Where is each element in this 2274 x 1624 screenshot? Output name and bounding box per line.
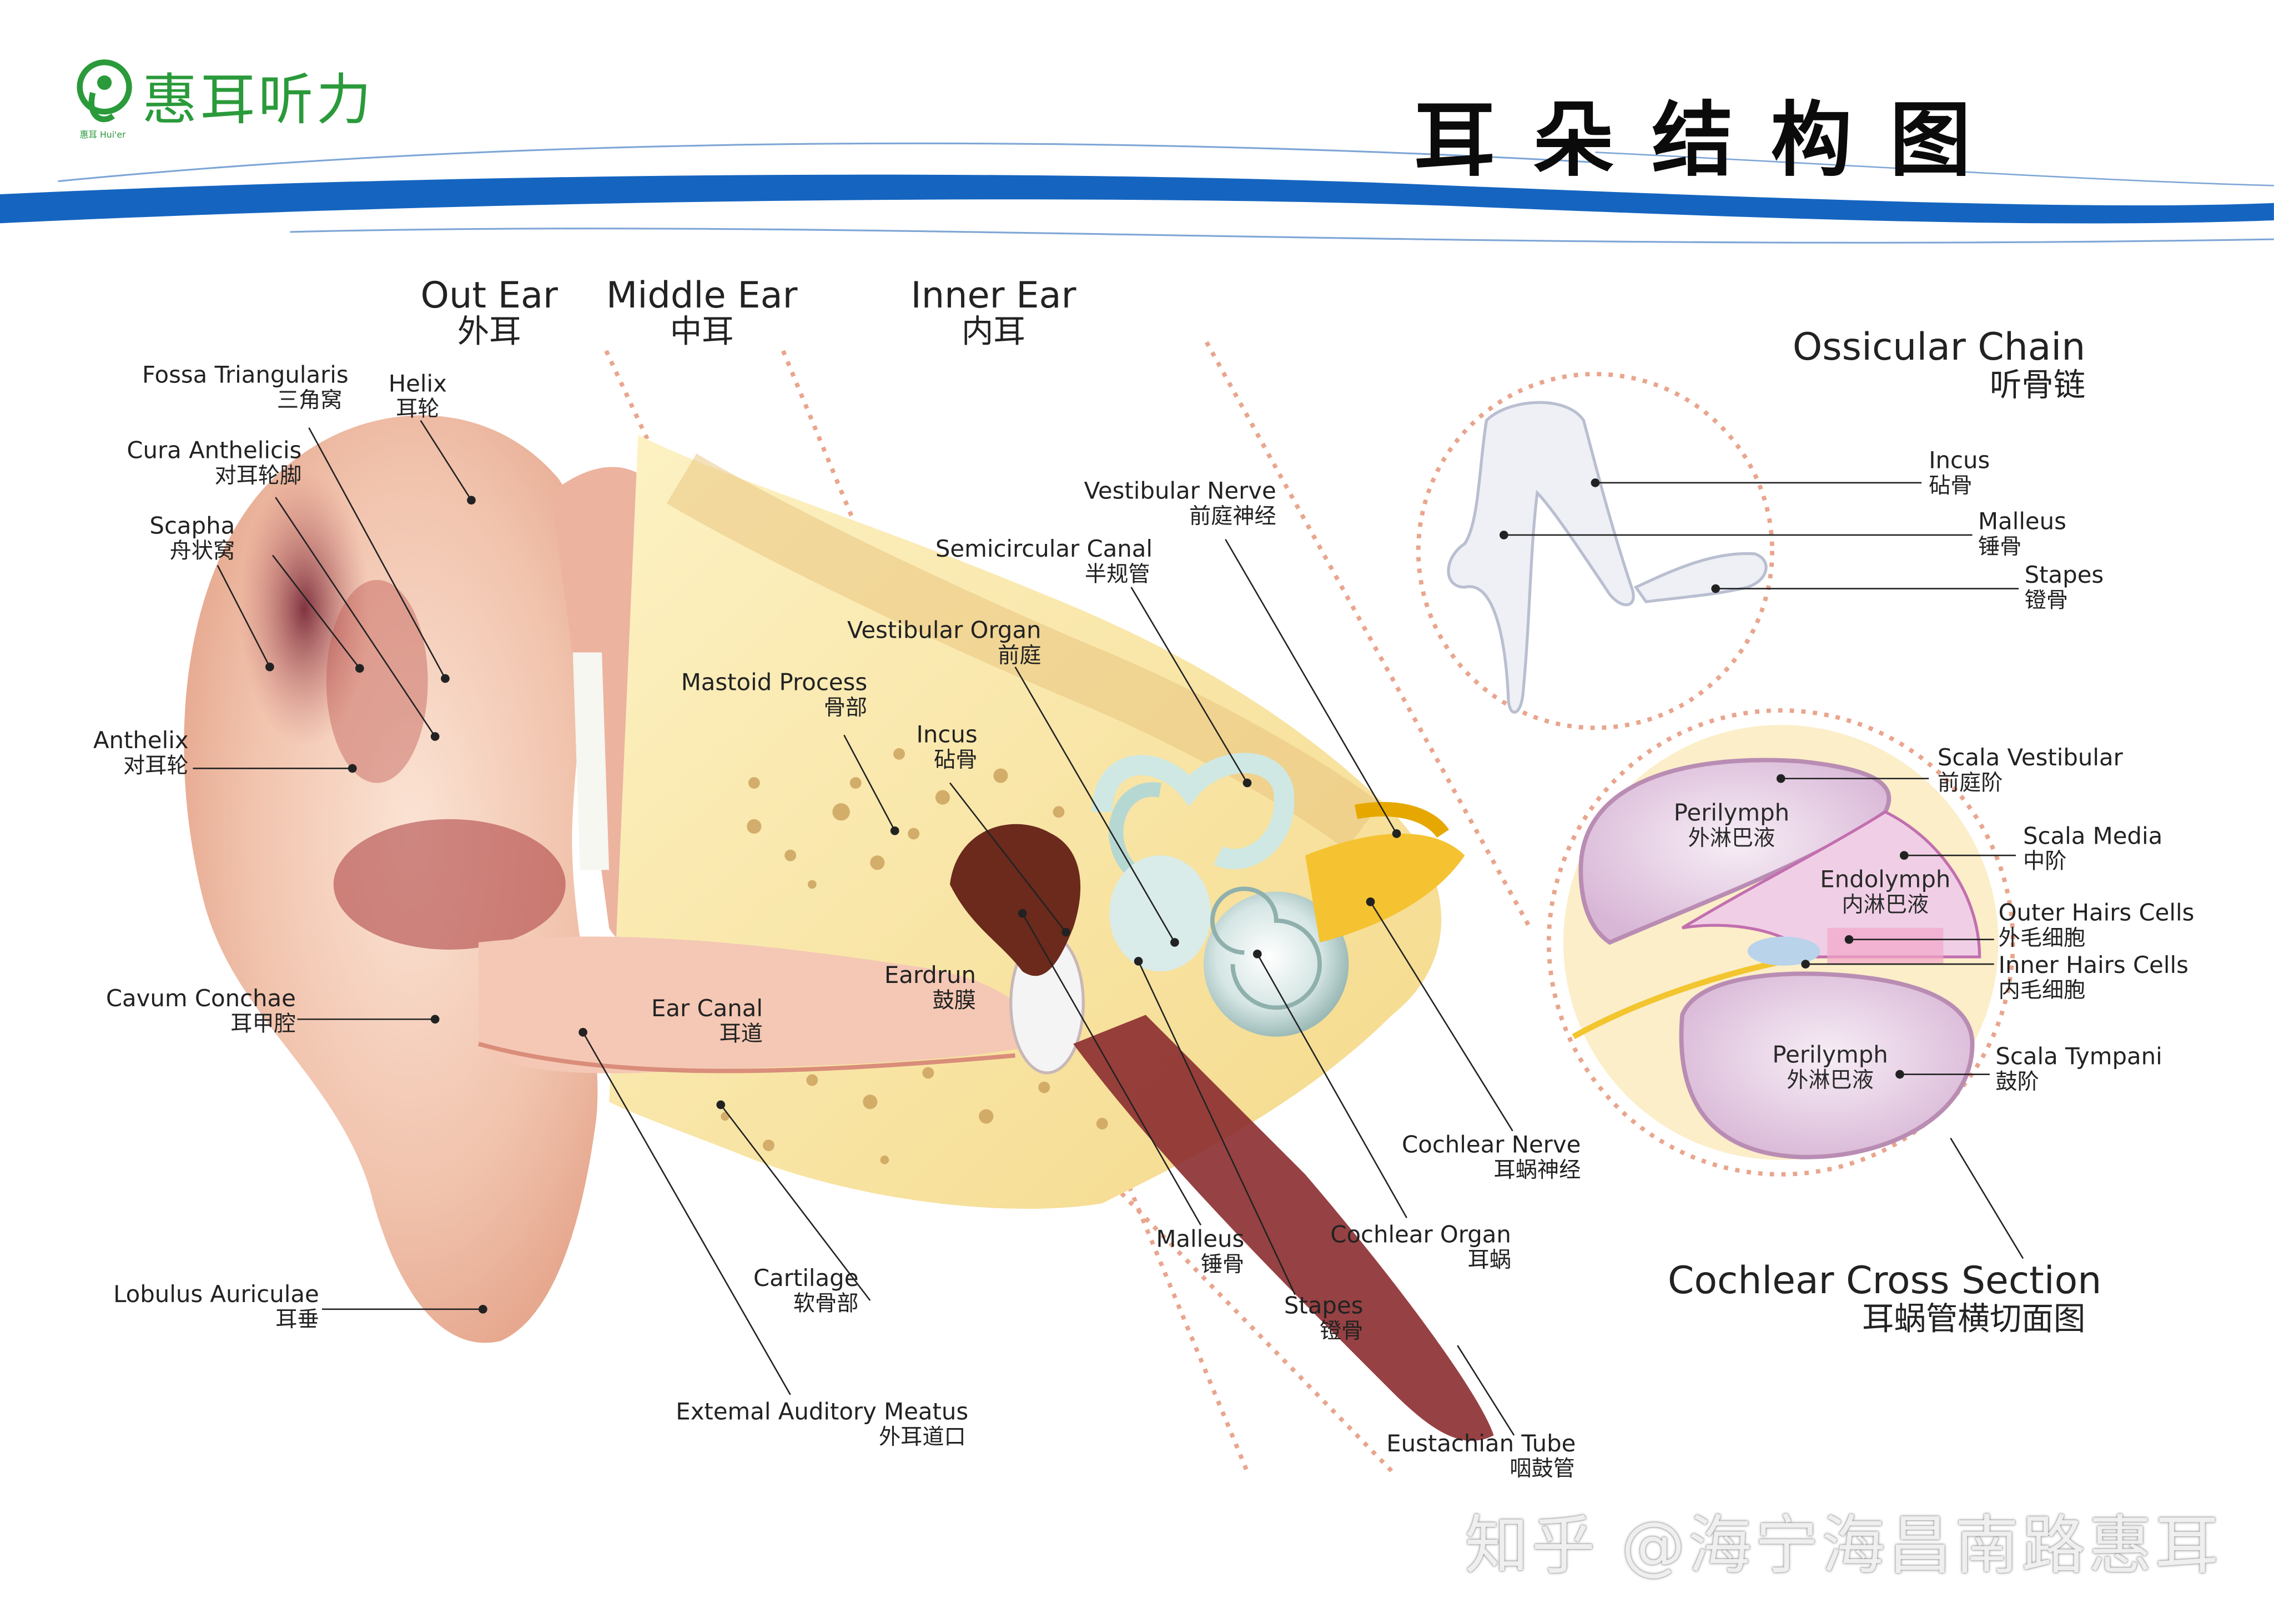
watermark: 知乎 @海宁海昌南路惠耳 — [1465, 1509, 2222, 1583]
label-dots — [265, 478, 1909, 1314]
cochlear-cross-section-inset — [1546, 708, 2015, 1177]
brand-tagline: 惠耳 Hui'er — [79, 130, 126, 141]
outer-ear-illustration — [184, 415, 682, 1343]
inner-ear-illustration — [1091, 753, 1465, 1037]
ossicular-inset — [1416, 372, 1775, 730]
brand-logo-icon — [77, 59, 132, 122]
leader-lines — [193, 420, 2024, 1436]
page-title: 耳朵结构图 — [1413, 94, 2009, 189]
header-swoosh — [0, 142, 2274, 244]
brand-name: 惠耳听力 — [142, 68, 374, 132]
